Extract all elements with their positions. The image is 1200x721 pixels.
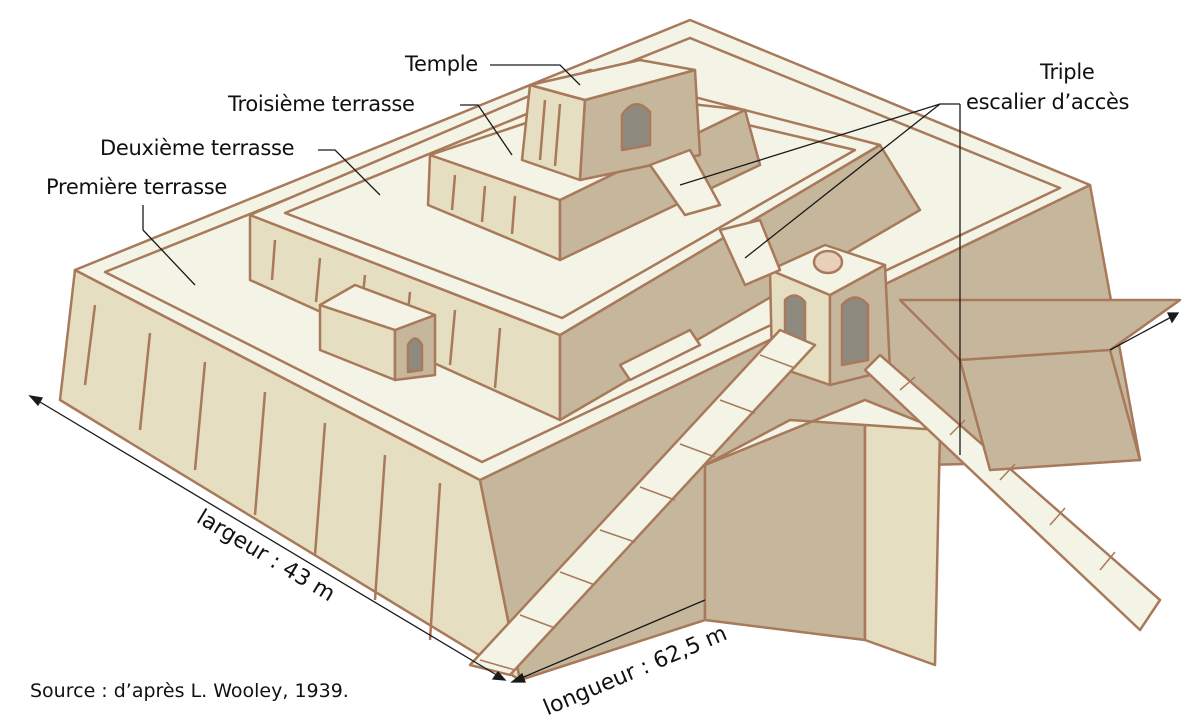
source-caption: Source : d’après L. Wooley, 1939.	[30, 680, 349, 702]
gate-tower	[768, 243, 892, 387]
label-first-terrace: Première terrasse	[46, 175, 227, 199]
right-stair	[863, 353, 1162, 632]
temple	[520, 58, 702, 182]
right-wing	[898, 298, 1182, 472]
front-block	[703, 398, 942, 667]
label-triple-stair-line1: Triple	[1040, 60, 1095, 84]
central-stair	[468, 328, 817, 677]
upper-stair-2	[648, 148, 722, 217]
upper-stair-1	[618, 328, 702, 382]
label-third-terrace: Troisième terrasse	[228, 92, 415, 116]
upper-stair-3	[718, 218, 782, 287]
label-temple: Temple	[405, 52, 478, 76]
label-triple-stair-line2: escalier d’accès	[966, 90, 1130, 114]
label-second-terrace: Deuxième terrasse	[100, 136, 295, 160]
side-building	[318, 283, 437, 382]
